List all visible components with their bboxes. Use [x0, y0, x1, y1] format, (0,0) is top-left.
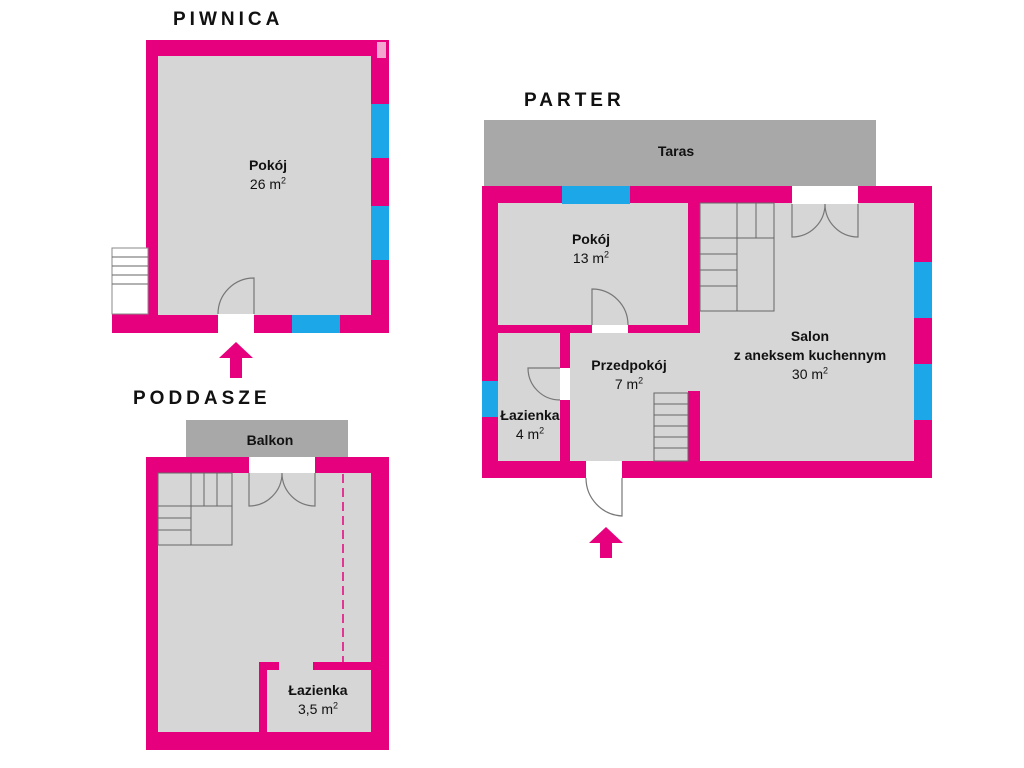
parter-floor-salon: [700, 203, 914, 461]
parter-plan: [482, 120, 932, 517]
room-label-parter-przedpokoj: Przedpokój 7 m2: [591, 356, 666, 394]
piwnica-door-swing: [217, 277, 255, 315]
room-label-parter-salon: Salon z aneksem kuchennym 30 m2: [734, 327, 887, 384]
piwnica-stairs: [112, 256, 148, 285]
room-area: 13 m2: [572, 249, 610, 266]
parter-taras-label: Taras: [657, 143, 695, 159]
piwnica-entry-arrow: [219, 342, 253, 378]
room-area: 26 m2: [249, 175, 287, 192]
poddasze-bath-wall-top-right: [313, 662, 371, 670]
parter-title: PARTER: [524, 90, 625, 111]
poddasze-door-swing: [248, 472, 316, 507]
room-label-parter-lazienka: Łazienka 4 m2: [500, 406, 559, 444]
piwnica-wall-left-lower: [112, 314, 148, 333]
piwnica-window-right-1: [371, 104, 389, 158]
piwnica-window-bottom: [292, 315, 340, 333]
room-label-piwnica-pokoj: Pokój 26 m2: [249, 156, 287, 194]
piwnica-title: PIWNICA: [173, 9, 284, 30]
room-area: 30 m2: [791, 365, 829, 382]
poddasze-bath-wall-vertical: [259, 662, 267, 734]
parter-window-right-1: [914, 262, 932, 318]
parter-lazienka-door-gap: [560, 368, 570, 400]
piwnica-plan: [111, 40, 389, 333]
entrance-arrows: [219, 342, 623, 558]
parter-opening-przedpokoj-salon: [688, 333, 700, 391]
parter-floor-lazienka: [498, 333, 560, 461]
parter-window-right-2: [914, 364, 932, 420]
poddasze-plan: [146, 420, 389, 750]
parter-window-left: [482, 381, 498, 417]
room-area: 3,5 m2: [297, 700, 339, 717]
parter-terrace-door-swing: [791, 203, 859, 238]
room-name: Łazienka: [288, 682, 348, 698]
poddasze-bath-wall-top-left: [259, 662, 279, 670]
room-area: 4 m2: [515, 425, 545, 442]
room-area: 7 m2: [614, 375, 644, 392]
room-name: Przedpokój: [591, 357, 667, 373]
piwnica-floor: [158, 56, 371, 315]
room-label-poddasze-lazienka: Łazienka 3,5 m2: [288, 681, 347, 719]
parter-window-top: [562, 186, 630, 204]
parter-entrance-door-swing: [585, 477, 623, 517]
room-name: Pokój: [248, 157, 288, 173]
piwnica-door-gap: [218, 314, 254, 333]
piwnica-stair-landing: [111, 247, 149, 315]
parter-entry-arrow: [589, 527, 623, 558]
parter-floor-pokoj: [498, 203, 688, 325]
parter-entrance-door-gap: [586, 461, 622, 478]
parter-taras: [484, 120, 876, 186]
parter-stairs-salon: [699, 202, 775, 312]
poddasze-door-gap: [249, 457, 315, 473]
poddasze-stairs: [157, 472, 233, 546]
poddasze-balkon-label: Balkon: [246, 432, 294, 448]
parter-stairs-przedpokoj: [653, 392, 689, 462]
parter-lazienka-door-swing: [527, 367, 561, 401]
room-name: Pokój: [571, 231, 611, 247]
parter-pokoj-door-gap: [592, 325, 628, 333]
parter-terrace-door-gap: [792, 186, 858, 204]
parter-pokoj-door-swing: [591, 288, 629, 326]
poddasze-balkon: [186, 420, 348, 458]
piwnica-corner-mark: [377, 42, 386, 58]
parter-floor-przedpokoj: [570, 333, 688, 461]
poddasze-title: PODDASZE: [133, 388, 271, 409]
room-label-parter-pokoj: Pokój 13 m2: [572, 230, 610, 268]
room-name-line2: z aneksem kuchennym: [733, 347, 887, 363]
room-name: Łazienka: [500, 407, 560, 423]
piwnica-window-right-2: [371, 206, 389, 260]
room-name: Salon: [790, 328, 830, 344]
